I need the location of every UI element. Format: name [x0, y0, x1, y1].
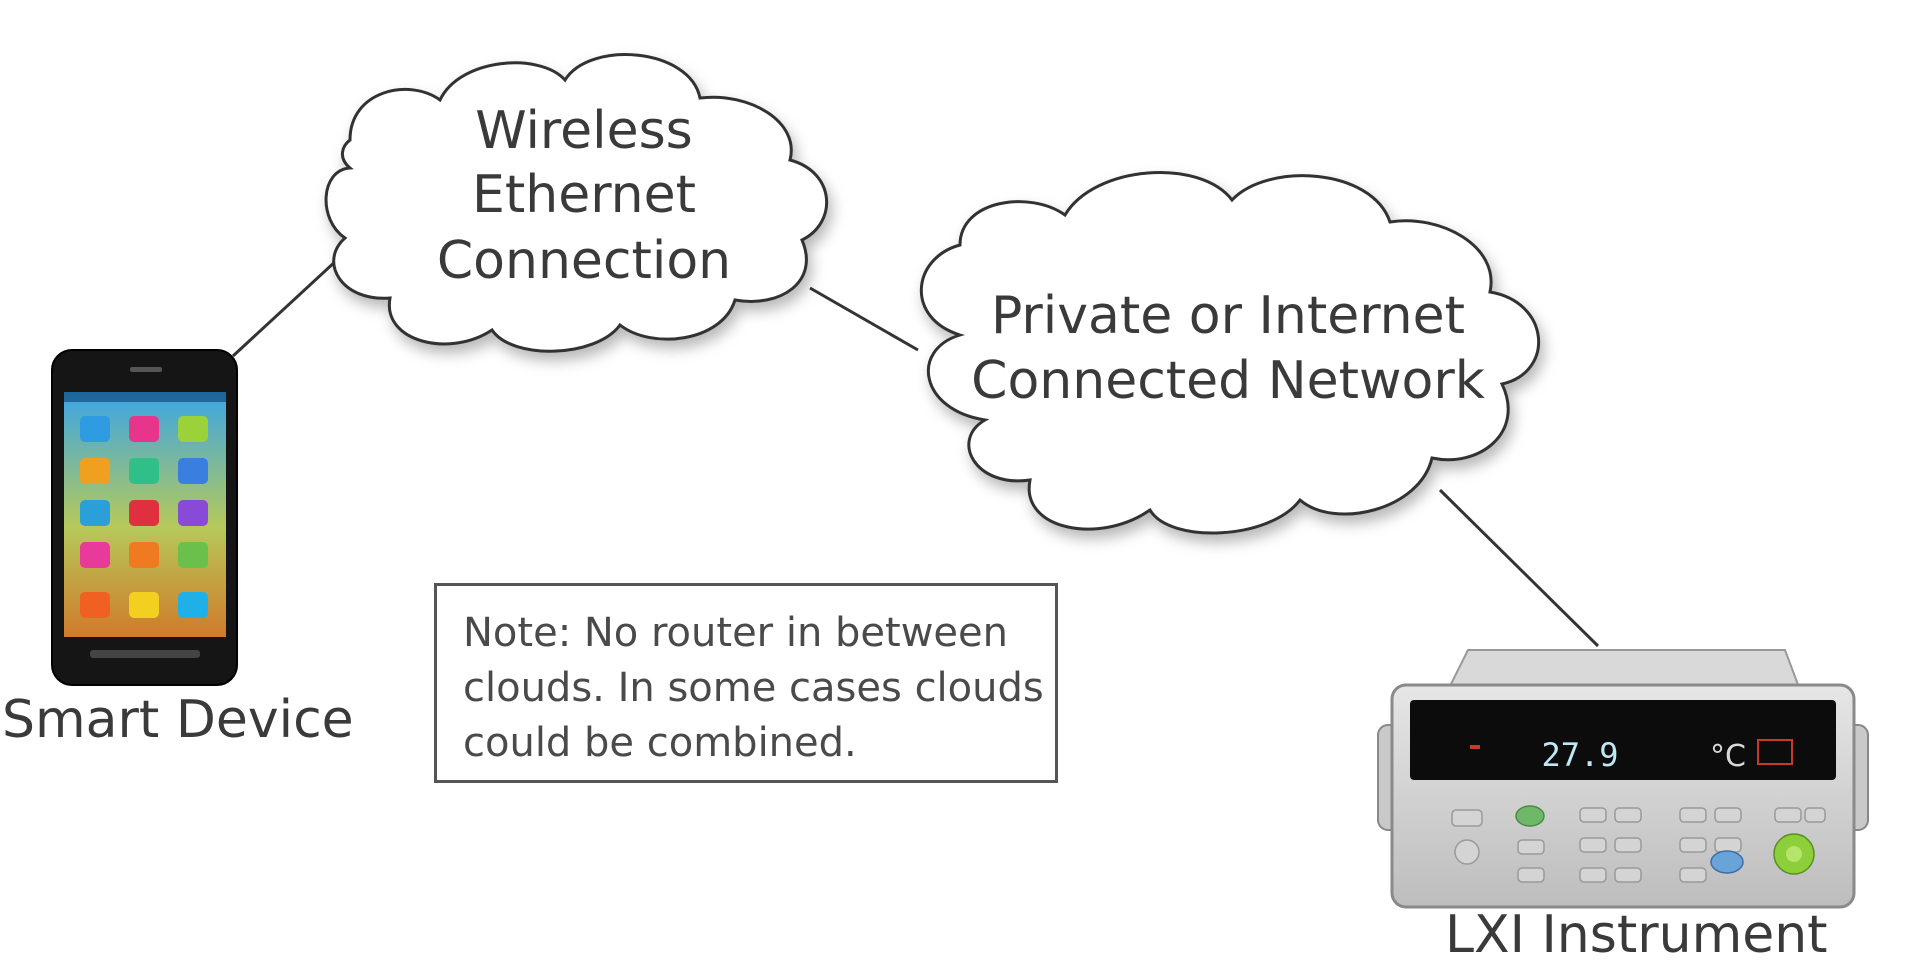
note-line-1: Note: No router in between — [463, 610, 1008, 656]
instrument-unit: °C — [1710, 739, 1746, 774]
wireless-cloud-line-3: Connection — [437, 231, 731, 291]
note-line-2: clouds. In some cases clouds — [463, 665, 1044, 711]
link-network-to-instrument — [1438, 488, 1600, 648]
instrument-buttons — [1451, 805, 1826, 883]
wireless-cloud-line-1: Wireless — [475, 101, 693, 161]
note-line-3: could be combined. — [463, 720, 857, 766]
wireless-cloud-line-2: Ethernet — [472, 165, 696, 225]
note-box: Note: No router in between clouds. In so… — [434, 583, 1058, 783]
network-cloud-line-1: Private or Internet — [991, 286, 1465, 346]
link-wireless-to-network — [809, 286, 919, 352]
smart-device-label: Smart Device — [2, 690, 354, 750]
lxi-instrument-label: LXI Instrument — [1445, 905, 1828, 965]
network-cloud-line-2: Connected Network — [971, 351, 1485, 411]
instrument-reading: 27.9 — [1541, 736, 1618, 774]
link-phone-to-wireless — [231, 246, 352, 358]
app-icons-grid — [80, 416, 208, 618]
wireless-cloud — [324, 53, 828, 353]
lxi-instrument-image: 27.9 °C — [1377, 649, 1869, 909]
network-cloud — [919, 171, 1540, 535]
smartphone-image — [51, 349, 238, 686]
